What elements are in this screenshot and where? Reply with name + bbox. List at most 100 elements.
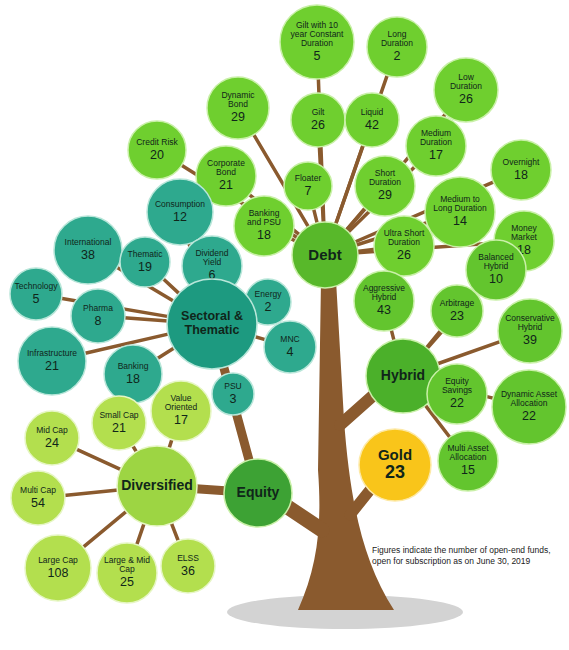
circle-fill xyxy=(427,364,487,424)
fund-circle: Infrastructure21 xyxy=(17,326,87,396)
circle-label: Value Oriented17 xyxy=(158,394,205,428)
fund-count: 5 xyxy=(33,292,40,306)
circle-label: Debt xyxy=(300,247,351,264)
fund-count: 15 xyxy=(461,463,475,477)
fund-circle: Mid Cap24 xyxy=(24,410,80,466)
circle-fill xyxy=(161,539,215,593)
fund-category-name: Overnight xyxy=(503,158,540,167)
fund-count: 21 xyxy=(219,178,233,192)
circle-label: Hybrid xyxy=(375,368,432,383)
fund-circle: Technology5 xyxy=(9,267,63,321)
fund-count: 29 xyxy=(378,188,392,202)
fund-circle: Arbitrage23 xyxy=(430,284,484,338)
tree-branch xyxy=(437,341,501,364)
fund-category-name: Mid Cap xyxy=(36,426,68,435)
tree-branch xyxy=(171,522,179,541)
circle-label: Floater7 xyxy=(289,174,327,199)
fund-circle: Medium Duration17 xyxy=(405,115,467,177)
circle-fill xyxy=(438,431,498,491)
circle-label: Dynamic Bond29 xyxy=(214,91,262,125)
fund-category-name: Low Duration xyxy=(441,73,491,91)
circle-label: Large Cap108 xyxy=(33,556,84,581)
circle-fill xyxy=(25,535,91,601)
circle-fill xyxy=(264,321,316,373)
tree-branch xyxy=(136,523,144,546)
circle-label: Gold23 xyxy=(367,447,423,483)
circle-fill xyxy=(345,93,399,147)
fund-category-name: Value Oriented xyxy=(158,394,205,412)
circle-fill xyxy=(434,58,498,122)
fund-circle: Pharma8 xyxy=(70,288,126,344)
fund-count: 20 xyxy=(150,148,164,162)
fund-circle: MNC4 xyxy=(263,320,317,374)
tree-branch xyxy=(357,249,375,251)
circle-fill xyxy=(11,471,65,525)
circle-fill xyxy=(120,237,170,287)
fund-category-name: Dividend Yield xyxy=(190,249,235,267)
fund-circle: Banking18 xyxy=(103,344,163,404)
fund-circle: Credit Risk20 xyxy=(127,120,187,180)
tree-branch xyxy=(64,490,118,495)
circle-fill xyxy=(92,396,146,450)
circle-label: Thematic19 xyxy=(126,250,165,275)
circle-label: PSU3 xyxy=(217,382,250,407)
fund-category-name: Medium to Long Duration xyxy=(433,195,487,213)
fund-count: 3 xyxy=(230,392,237,406)
fund-category-name: Pharma xyxy=(83,304,113,313)
fund-circle: Gilt26 xyxy=(290,92,346,148)
fund-circle: Consumption12 xyxy=(146,178,214,246)
fund-category-name: International xyxy=(65,238,112,247)
fund-category-name: Multi Asset Allocation xyxy=(445,444,492,462)
circle-label: Aggressive Hybrid43 xyxy=(361,284,408,318)
fund-category-name: Consumption xyxy=(155,200,205,209)
circle-fill xyxy=(491,140,551,200)
fund-count: 54 xyxy=(31,496,45,510)
fund-category-name: Banking and PSU xyxy=(241,209,288,227)
category-circle: Debt xyxy=(291,221,359,289)
circle-fill xyxy=(367,17,427,77)
category-circle: Sectoral & Thematic xyxy=(166,278,258,370)
fund-category-name: Dynamic Asset Allocation xyxy=(501,390,558,408)
tree-branch xyxy=(76,449,122,470)
circle-label: MNC4 xyxy=(270,335,311,360)
circle-label: Technology5 xyxy=(16,282,57,307)
circle-label: Banking18 xyxy=(111,362,156,387)
circle-fill xyxy=(292,222,358,288)
fund-circle: Liquid42 xyxy=(344,92,400,148)
fund-count: 12 xyxy=(173,210,187,224)
circle-fill xyxy=(128,121,186,179)
circle-label: Pharma8 xyxy=(77,304,119,329)
circle-fill xyxy=(431,285,483,337)
circle-fill xyxy=(147,179,213,245)
fund-circle: Low Duration26 xyxy=(433,57,499,123)
circle-fill xyxy=(498,299,562,363)
tree-branch xyxy=(163,278,180,294)
circle-fill xyxy=(117,446,197,526)
circle-fill xyxy=(234,196,294,256)
circle-label: Medium Duration17 xyxy=(413,129,460,163)
fund-category-name: PSU xyxy=(224,382,241,391)
circle-label: Ultra Short Duration26 xyxy=(381,229,428,263)
fund-count: 108 xyxy=(48,566,69,580)
fund-count: 36 xyxy=(181,564,195,578)
fund-count: 21 xyxy=(45,359,59,373)
circle-label: Gilt with 10 year Constant Duration5 xyxy=(289,21,346,64)
fund-count: 26 xyxy=(459,92,473,106)
fund-category-name: Gold xyxy=(378,447,412,464)
circle-label: Long Duration2 xyxy=(374,30,421,64)
fund-circle: Aggressive Hybrid43 xyxy=(353,270,415,332)
fund-category-name: Conservative Hybrid xyxy=(505,314,555,332)
fund-count: 5 xyxy=(314,49,321,63)
fund-category-name: Gilt xyxy=(312,108,325,117)
fund-circle: Equity Savings22 xyxy=(426,363,488,425)
circle-label: Equity Savings22 xyxy=(434,377,481,411)
fund-category-name: Short Duration xyxy=(362,169,409,187)
fund-circle: Multi Cap54 xyxy=(10,470,66,526)
circle-fill xyxy=(167,279,257,369)
tree-branch xyxy=(426,330,441,348)
tree-branch xyxy=(124,318,168,321)
fund-circle: PSU3 xyxy=(211,372,255,416)
fund-circle: Ultra Short Duration26 xyxy=(373,215,435,277)
fund-category-name: Technology xyxy=(15,282,58,291)
